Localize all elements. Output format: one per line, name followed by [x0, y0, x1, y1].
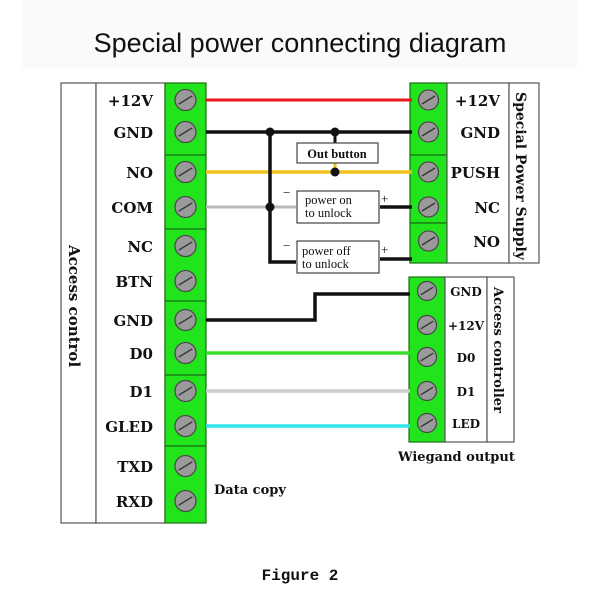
- power-on-line2: to unlock: [305, 206, 353, 220]
- screw-slot: [420, 386, 434, 396]
- wiegand-output-caption: Wiegand output: [397, 450, 515, 465]
- out-button-box: [296, 142, 379, 164]
- left-label-frame: [95, 82, 166, 524]
- power-supply-terminal-label: NC: [474, 199, 500, 217]
- junction-dot: [265, 127, 275, 137]
- power-off-minus: −: [283, 238, 290, 253]
- left-terminal-label: +12V: [108, 92, 153, 110]
- screw-slot: [178, 315, 193, 325]
- data-copy-note: Data copy: [214, 483, 286, 498]
- left-terminal-label: COM: [111, 199, 153, 217]
- power-off-unlock-box: [296, 240, 380, 274]
- left-terminal-label: GND: [113, 124, 153, 142]
- screw-slot: [420, 352, 434, 362]
- left-terminal-label: D1: [130, 383, 153, 401]
- wire-gnd-to-controller: [206, 292, 410, 322]
- power-supply-terminal-label: NO: [473, 233, 500, 251]
- title-band: [22, 0, 577, 68]
- junction-dot: [265, 202, 275, 212]
- power-supply-side-frame: [508, 82, 540, 264]
- screw-slot: [420, 418, 434, 428]
- power-on-plus: +: [381, 191, 388, 206]
- power-on-line1: power on: [305, 193, 353, 207]
- screw-slot: [421, 202, 436, 212]
- left-terminal-label: TXD: [117, 458, 153, 476]
- screw-slot: [421, 127, 436, 137]
- screw-slot: [178, 276, 193, 286]
- left-terminal-label: RXD: [116, 493, 153, 511]
- figure-caption: Figure 2: [261, 567, 339, 585]
- power-supply-terminal-label: +12V: [455, 92, 500, 110]
- controller-label-frame: [444, 276, 488, 443]
- controller-terminal-label: D1: [457, 385, 476, 399]
- screw-slot: [178, 202, 193, 212]
- screw-slot: [420, 286, 434, 296]
- screw-slot: [178, 461, 193, 471]
- screw-slot: [421, 95, 436, 105]
- screw-slot: [178, 127, 193, 137]
- wire-gnd-bus-vertical: [268, 132, 296, 264]
- power-supply-terminal-label: GND: [460, 124, 500, 142]
- power-on-unlock-box: [296, 190, 380, 224]
- diagram-title: Special power connecting diagram: [93, 28, 507, 58]
- power-off-line1: power off: [302, 244, 352, 258]
- left-terminal-label: NC: [127, 238, 153, 256]
- junction-dot: [330, 167, 340, 177]
- left-terminal-label: BTN: [115, 273, 153, 291]
- screw-slot: [420, 320, 434, 330]
- power-supply-terminal-label: PUSH: [451, 164, 500, 182]
- power-off-plus: +: [381, 242, 388, 257]
- controller-terminal-label: D0: [457, 351, 476, 365]
- power-on-minus: −: [283, 185, 290, 200]
- controller-side-label: Access controller: [490, 286, 505, 413]
- screw-slot: [178, 496, 193, 506]
- power-supply-side-label: Special Power Supply: [512, 92, 528, 261]
- screw-slot: [178, 95, 193, 105]
- left-terminal-label: NO: [126, 164, 153, 182]
- screw-slot: [178, 241, 193, 251]
- screw-slot: [178, 386, 193, 396]
- left-side-label: Access control: [65, 244, 83, 367]
- power-supply-label-frame: [446, 82, 510, 264]
- left-terminal-label: GLED: [105, 418, 153, 436]
- screw-slot: [178, 348, 193, 358]
- junction-dot: [330, 127, 340, 137]
- power-off-line2: to unlock: [302, 257, 350, 271]
- screw-slot: [421, 167, 436, 177]
- controller-terminal-label: GND: [450, 285, 482, 299]
- screw-slot: [178, 167, 193, 177]
- controller-terminal-label: LED: [452, 417, 480, 431]
- screw-slot: [178, 421, 193, 431]
- power-supply-terminal-block: [409, 82, 448, 156]
- left-terminal-label: GND: [113, 312, 153, 330]
- controller-terminal-label: +12V: [448, 319, 485, 333]
- left-terminal-label: D0: [130, 345, 153, 363]
- out-button-label: Out button: [307, 147, 366, 161]
- controller-side-frame: [486, 276, 515, 443]
- left-side-label-frame: [60, 82, 97, 524]
- screw-slot: [421, 236, 436, 246]
